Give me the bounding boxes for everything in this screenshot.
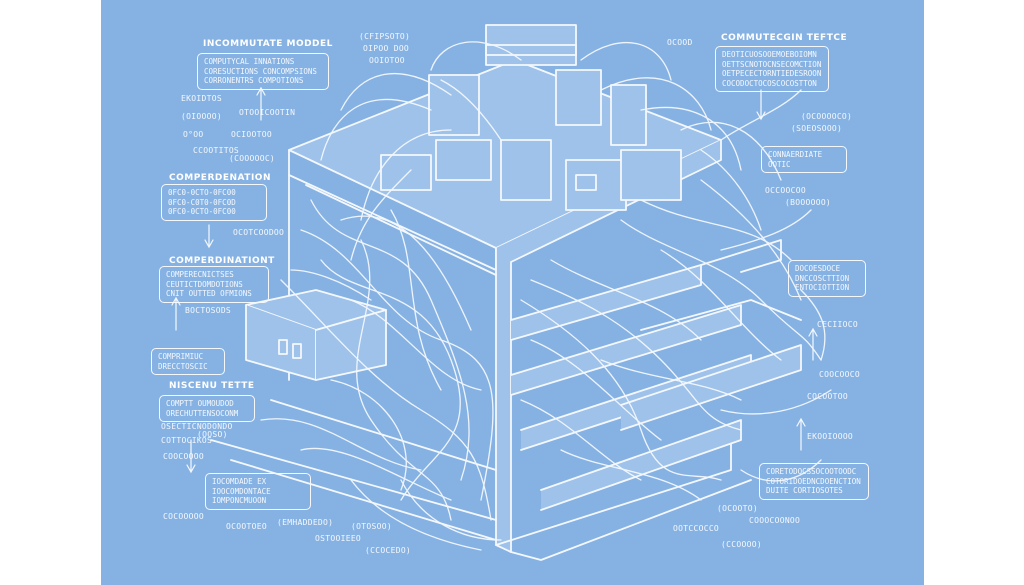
scribble: EKOOIOOOO <box>807 432 854 441</box>
scribble: OCOTCOODOO <box>233 228 285 237</box>
label-box-right-title: CONNAERDIATE OOTIC <box>761 146 847 173</box>
scribble: COOCOOCO <box>819 370 860 379</box>
scribble: EKOIDTOS <box>181 94 222 103</box>
scribble: O°OO <box>183 130 204 139</box>
scribble: OSTOOIEEO <box>315 534 362 543</box>
scribble: CECIIOCO <box>817 320 858 329</box>
label-top-left-title: INCOMMUTATE MODDEL <box>203 39 333 49</box>
scribble: (OCOOOOCO) <box>801 112 853 121</box>
scribble: OOTCCOCCO <box>673 524 720 533</box>
scribble: COOCOOOO <box>163 452 204 461</box>
scribble: OSECTICNODONDO <box>161 422 233 431</box>
label-top-right-title: COMMUTECGIN TEFTCE <box>721 33 848 43</box>
scribble: (CCOCEDO) <box>365 546 412 555</box>
scribble: OCOOD <box>667 38 693 47</box>
scribble: COOOCOONOO <box>749 516 801 525</box>
label-box-mid-left: 0FC0-0CTO-0FC00 0FC0-C0T0-0FC0D 0FC0-0CT… <box>161 184 267 221</box>
scribble: CCOOTITOS <box>193 146 240 155</box>
scribble: (CCOOOO) <box>721 540 762 549</box>
scribble: (SOEOSOOO) <box>791 124 843 133</box>
scribble: (OOSO) <box>197 430 228 439</box>
scribble: OOIOTOO <box>369 56 405 65</box>
scribble: BOCTOSODS <box>185 306 232 315</box>
scribble: COCOOTOO <box>807 392 848 401</box>
label-box-right: DOCOESDOCE DNCCOSCTTION ENTOCIOTTION <box>788 260 866 297</box>
scribble: COTTOCIKOS <box>161 436 213 445</box>
label-box-top-right: DEOTICUOSOOEMOEBOIOMN OETTSCNOTOCNSECOMC… <box>715 46 829 92</box>
scribble: (CFIPSOTO) <box>359 32 411 41</box>
scribble: OIPOO DOO <box>363 44 410 53</box>
illustration-panel: INCOMMUTATE MODDEL COMPUTYCAL INNATIONS … <box>101 0 924 585</box>
scribble: OCCOOCOO <box>765 186 806 195</box>
scribble: OCIOOTOO <box>231 130 272 139</box>
scribble: (BOOOOOO) <box>785 198 832 207</box>
label-box-left-2: COMPERECNICTSES CEUTICTDOMDOTIONS CNIT O… <box>159 266 269 303</box>
label-box-top-left: COMPUTYCAL INNATIONS CORESUCTIONS CONCOM… <box>197 53 329 90</box>
label-left-title-2: COMPERDINATIONT <box>169 256 275 266</box>
label-box-left-3: COMPTT OUMOUDOD ORECHUTTENSOCONM <box>159 395 255 422</box>
label-box-left-small: COMPRIMIUC DRECCTOSCIC <box>151 348 225 375</box>
scribble: OCOOTOEO <box>226 522 267 531</box>
scribble: (OTOSOO) <box>351 522 392 531</box>
scribble: COCOOOOO <box>163 512 204 521</box>
scribble: (OCOOTO) <box>717 504 758 513</box>
scribble: (EMHADDEDO) <box>277 518 334 527</box>
label-box-bottom-right: CORETODOCSSOCOOTOODC COTORIDOEDNCDOENCTI… <box>759 463 869 500</box>
label-left-title-3: NISCENU TETTE <box>169 381 255 391</box>
label-mid-left-title: COMPERDENATION <box>169 173 271 183</box>
scribble: (COOOOOC) <box>229 154 276 163</box>
scribble: OTOOICOOTIN <box>239 108 296 117</box>
scribble: (OIOOOO) <box>181 112 222 121</box>
tangled-server-illustration <box>171 24 832 561</box>
label-box-bottom-left: IOCOMDADE EX IOOCOMDONTACE IOMPONCMUOON <box>205 473 311 510</box>
